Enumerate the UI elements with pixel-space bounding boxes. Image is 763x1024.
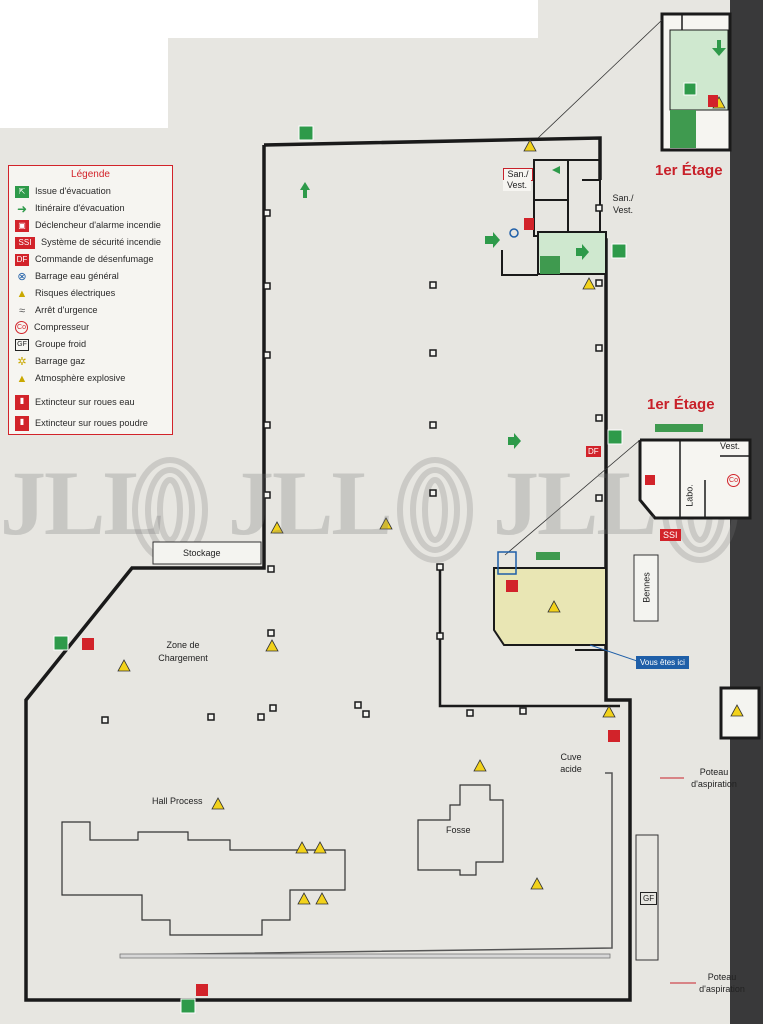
legend-label: Déclencheur d'alarme incendie bbox=[35, 220, 161, 230]
legend-item: ▲ Atmosphère explosive bbox=[15, 372, 126, 385]
watermark-text-3: JLL bbox=[493, 452, 658, 554]
legend-label: Compresseur bbox=[34, 322, 90, 332]
legend-label: Itinéraire d'évacuation bbox=[35, 203, 125, 213]
sanitary-block bbox=[533, 159, 601, 237]
labo-label: Labo. bbox=[684, 484, 695, 507]
san-vest-right-line2: Vest. bbox=[612, 205, 633, 215]
legend-label: Système de sécurité incendie bbox=[41, 237, 162, 247]
stairs-icon bbox=[540, 256, 560, 274]
fire-alarm-icon: ▣ bbox=[15, 219, 29, 232]
legend-item: Co Compresseur bbox=[15, 321, 90, 335]
you-are-here-leader bbox=[589, 644, 641, 663]
water-extinguisher-icon: ▮ bbox=[15, 395, 29, 410]
legend-label: Extincteur sur roues poudre bbox=[35, 417, 148, 428]
legend-label: Commande de désenfumage bbox=[35, 254, 154, 264]
exit-icon: ⇱ bbox=[15, 185, 29, 198]
evacuation-arrows bbox=[300, 40, 726, 449]
watermark-text-2: JLL bbox=[228, 452, 393, 554]
stairs-mid-icon bbox=[536, 552, 560, 560]
legend-item: ▮ Extincteur sur roues poudre bbox=[15, 416, 148, 431]
rail bbox=[119, 953, 611, 959]
legend-label: Risques électriques bbox=[35, 288, 116, 298]
explosive-room bbox=[493, 567, 607, 646]
floor-inset-mid bbox=[504, 424, 752, 556]
smoke-control-icon: DF bbox=[15, 253, 29, 266]
background-top-band bbox=[0, 0, 538, 38]
legend-label: Issue d'évacuation bbox=[35, 186, 111, 196]
cooling-group-box bbox=[635, 834, 659, 961]
hall-process-outline bbox=[61, 821, 346, 936]
legend-item: ≈ Arrêt d'urgence bbox=[15, 304, 98, 317]
emergency-stop-icon: ≈ bbox=[18, 304, 26, 317]
cooling-group-icon: GF bbox=[15, 338, 29, 351]
explosive-warning-icon: ▲ bbox=[16, 372, 28, 385]
fire-equipment-icons bbox=[82, 95, 718, 996]
floor-label-mid: 1er Étage bbox=[647, 396, 715, 413]
legend-item: ▲ Risques électriques bbox=[15, 287, 116, 300]
bennes-box bbox=[633, 554, 659, 622]
bennes-label: Bennes bbox=[641, 572, 652, 603]
legend-title: Légende bbox=[71, 169, 110, 180]
legend-item: ▣ Déclencheur d'alarme incendie bbox=[15, 219, 161, 232]
ssi-icon: SSI bbox=[15, 236, 35, 249]
arrow-right-icon: ➜ bbox=[16, 201, 28, 216]
legend-box: Légende ⇱ Issue d'évacuation ➜ Itinéraire … bbox=[8, 165, 173, 435]
cuve-label-line2: acide bbox=[560, 764, 582, 774]
legend-item: ➜ Itinéraire d'évacuation bbox=[15, 202, 125, 215]
watermark-text-1: JLL bbox=[0, 452, 165, 554]
legend-label: Atmosphère explosive bbox=[35, 373, 126, 383]
background-top-left bbox=[0, 38, 168, 128]
ssi-badge: SSI bbox=[660, 529, 681, 541]
zone-chargement-label-line1: Zone de bbox=[166, 640, 200, 650]
annex-wall bbox=[501, 250, 538, 276]
gas-valve-icon: ✲ bbox=[17, 355, 27, 368]
legend-label: Barrage eau général bbox=[35, 271, 119, 281]
legend-item: ⇱ Issue d'évacuation bbox=[15, 185, 111, 198]
you-are-here-badge: Vous êtes ici bbox=[636, 656, 689, 669]
compressor-icon: Co bbox=[15, 321, 28, 335]
compressor-marker: Co bbox=[727, 474, 740, 487]
powder-extinguisher-icon: ▮ bbox=[15, 416, 29, 431]
df-label: DF bbox=[586, 446, 601, 457]
cuve-label-line1: Cuve bbox=[560, 752, 582, 762]
fosse-outline bbox=[417, 784, 504, 876]
cuve-enclosure bbox=[119, 772, 613, 956]
hall-process-label: Hall Process bbox=[152, 796, 203, 806]
legend-item: ✲ Barrage gaz bbox=[15, 355, 85, 368]
san-vest-left-line2: Vest. bbox=[503, 180, 531, 191]
poteau1-label-line1: Poteau bbox=[699, 767, 729, 777]
legend-label: Extincteur sur roues eau bbox=[35, 396, 135, 407]
legend-item: GF Groupe froid bbox=[15, 338, 86, 351]
legend-item: DF Commande de désenfumage bbox=[15, 253, 154, 266]
water-valve-icon: ⊗ bbox=[17, 270, 27, 283]
you-are-here-frame bbox=[497, 551, 517, 575]
legend-label: Barrage gaz bbox=[35, 356, 86, 366]
electric-warning-icon: ▲ bbox=[16, 287, 28, 300]
zone-chargement-label-line2: Chargement bbox=[158, 653, 208, 663]
legend-item: ▮ Extincteur sur roues eau bbox=[15, 395, 135, 410]
floor-inset-top bbox=[537, 12, 732, 152]
water-valve-icon bbox=[509, 228, 519, 238]
warning-icons bbox=[117, 96, 744, 905]
poteau2-label-line1: Poteau bbox=[707, 972, 737, 982]
fosse-label: Fosse bbox=[446, 825, 471, 835]
exit-icons bbox=[53, 82, 697, 1014]
gf-label: GF bbox=[640, 892, 658, 905]
poteau1-label-line2: d'aspiration bbox=[691, 779, 737, 789]
san-vest-right-line1: San./ bbox=[612, 193, 634, 203]
legend-label: Groupe froid bbox=[35, 339, 87, 349]
columns bbox=[101, 204, 603, 724]
stockage-box bbox=[152, 541, 262, 565]
legend-label: Arrêt d'urgence bbox=[35, 305, 98, 315]
legend-item: SSI Système de sécurité incendie bbox=[15, 236, 161, 249]
vest-label: Vest. bbox=[720, 441, 741, 451]
legend-item: ⊗ Barrage eau général bbox=[15, 270, 119, 283]
stockage-label: Stockage bbox=[183, 548, 221, 558]
floor-label-top: 1er Étage bbox=[655, 162, 723, 179]
poteau2-label-line2: d'aspiration bbox=[699, 984, 745, 994]
